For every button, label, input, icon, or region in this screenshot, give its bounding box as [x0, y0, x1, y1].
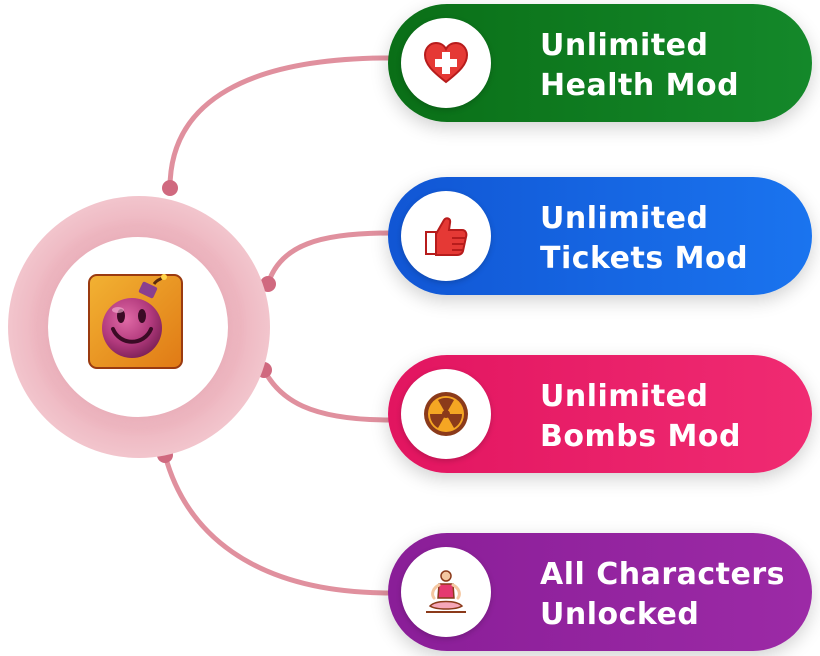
feature-label-line2: Unlocked: [540, 597, 700, 632]
feature-card-characters: All Characters Unlocked: [388, 533, 812, 651]
feature-label-line1: Unlimited: [540, 201, 709, 236]
feature-label-line1: Unlimited: [540, 28, 709, 63]
feature-label: Unlimited Bombs Mod: [540, 377, 804, 457]
feature-label-line1: All Characters: [540, 557, 786, 592]
meditation-person-icon: [426, 570, 466, 613]
feature-label-line2: Health Mod: [540, 68, 740, 103]
icon-badge: [401, 191, 491, 281]
connector-tickets: [265, 230, 393, 287]
icon-badge: [401, 369, 491, 459]
feature-label: Unlimited Health Mod: [540, 26, 804, 106]
connector-bombs: [261, 367, 393, 423]
icon-badge: [401, 547, 491, 637]
feature-label: Unlimited Tickets Mod: [540, 199, 804, 279]
connector-health: [167, 55, 393, 191]
icon-badge: [401, 18, 491, 108]
radiation-icon: [424, 392, 468, 436]
feature-label-line2: Tickets Mod: [540, 241, 749, 276]
feature-card-tickets: Unlimited Tickets Mod: [388, 177, 812, 295]
feature-label-line1: Unlimited: [540, 379, 709, 414]
thumbs-up-icon: [425, 217, 468, 256]
feature-card-health: Unlimited Health Mod: [388, 4, 812, 122]
connector-characters: [162, 452, 393, 596]
bomb-app-icon: [88, 274, 183, 369]
feature-label-line2: Bombs Mod: [540, 419, 741, 454]
feature-card-bombs: Unlimited Bombs Mod: [388, 355, 812, 473]
heart-plus-icon: [423, 41, 469, 84]
feature-label: All Characters Unlocked: [540, 555, 804, 635]
connector-dot-health: [162, 180, 178, 196]
